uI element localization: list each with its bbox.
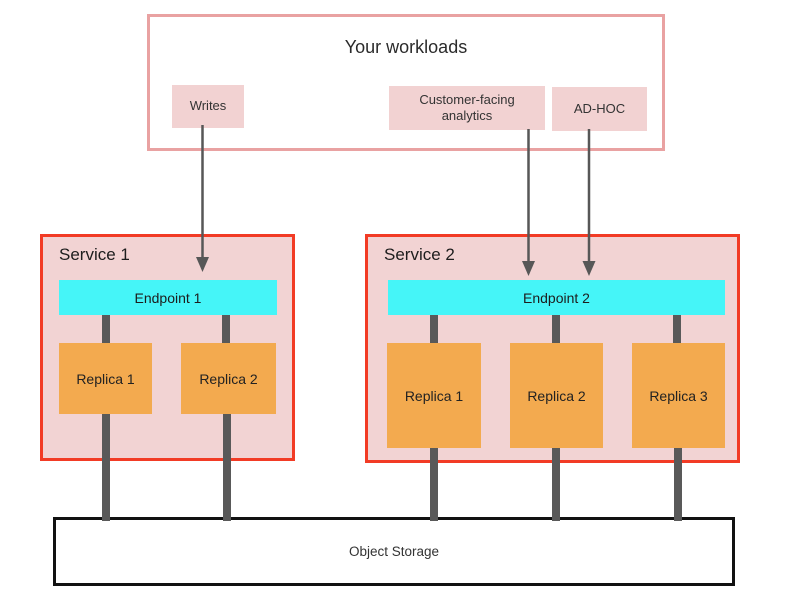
connector-s2-replica3-storage [674, 448, 682, 521]
object-storage-box: Object Storage [53, 517, 735, 586]
service-2-replica-1: Replica 1 [387, 343, 481, 448]
workload-customer-facing-analytics: Customer-facing analytics [389, 86, 545, 130]
service-2-label: Service 2 [384, 245, 455, 264]
service-2-box: Service 2 Endpoint 2 Replica 1 Replica 2… [365, 234, 740, 463]
connector-endpoint1-replica2 [222, 315, 230, 343]
connector-endpoint2-replica3 [673, 315, 681, 343]
connector-endpoint2-replica1 [430, 315, 438, 343]
connector-endpoint2-replica2 [552, 315, 560, 343]
workload-ad-hoc: AD-HOC [552, 87, 647, 131]
connector-s1-replica1-storage [102, 414, 110, 521]
connector-s2-replica1-storage [430, 448, 438, 521]
service-2-replica-2: Replica 2 [510, 343, 603, 448]
service-1-endpoint: Endpoint 1 [59, 280, 277, 315]
workloads-box: Your workloads Writes Customer-facing an… [147, 14, 665, 151]
workloads-title: Your workloads [344, 37, 468, 57]
connector-s2-replica2-storage [552, 448, 560, 521]
workload-writes: Writes [172, 85, 244, 128]
connector-s1-replica2-storage [223, 414, 231, 521]
service-1-label: Service 1 [59, 245, 130, 264]
object-storage-label: Object Storage [348, 544, 440, 559]
service-2-endpoint: Endpoint 2 [388, 280, 725, 315]
service-2-replica-3: Replica 3 [632, 343, 725, 448]
connector-endpoint1-replica1 [102, 315, 110, 343]
service-1-box: Service 1 Endpoint 1 Replica 1 Replica 2 [40, 234, 295, 461]
service-1-replica-2: Replica 2 [181, 343, 276, 414]
service-1-replica-1: Replica 1 [59, 343, 152, 414]
